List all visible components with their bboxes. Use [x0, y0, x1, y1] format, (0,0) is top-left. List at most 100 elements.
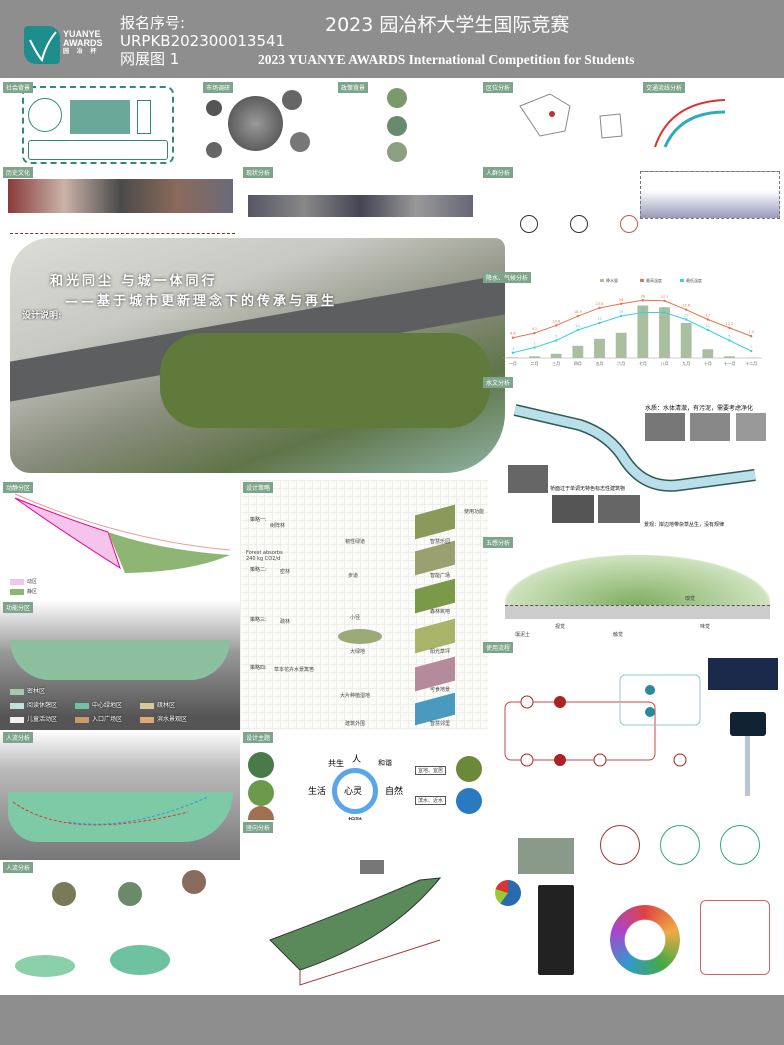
- legend-item: 入口广场区: [75, 714, 122, 723]
- data-label: 17: [684, 314, 688, 318]
- temp-point: [684, 308, 688, 311]
- strategy-item: 疏林: [280, 619, 291, 625]
- legend-label: 入口广场区: [92, 716, 123, 723]
- skyline: [640, 171, 780, 219]
- x-tick-label: 三月: [552, 361, 560, 366]
- precip-bar: [529, 356, 540, 358]
- hydro-photo: [736, 413, 766, 441]
- photo-circle: [290, 132, 310, 152]
- strategy-middle: 韧性绿道: [345, 539, 366, 545]
- precip-bar: [680, 323, 692, 358]
- timeline: [10, 233, 235, 234]
- logo-text: YUANYE AWARDS 园 冶 杯: [63, 30, 103, 57]
- theme-note: 宜地、宜居: [415, 766, 447, 775]
- hydro-note: 水质：水体清澈，有污泥，需要考虑净化: [645, 405, 754, 412]
- theme-word: 人: [352, 755, 362, 765]
- section-tag: 政策背景: [338, 82, 369, 93]
- legend-item: 阅读休憩区: [10, 700, 57, 709]
- hydro-note: 景观：岸边地带杂草丛生，没有规律: [644, 522, 725, 528]
- strategy-item: 密林: [280, 569, 291, 575]
- social-diagram: [22, 86, 174, 164]
- data-label: 11: [576, 324, 580, 328]
- precip-bar: [702, 349, 714, 358]
- precip-bar: [637, 305, 649, 358]
- temp-point: [728, 339, 731, 342]
- sense-label: 触觉: [613, 632, 624, 638]
- photo-circle: [456, 756, 482, 782]
- zone-shape: [15, 955, 75, 977]
- strategy-middle: 建筑外围: [345, 721, 366, 727]
- temp-point: [684, 318, 688, 321]
- flow-panel: 使用流程: [480, 640, 784, 820]
- x-tick-label: 十二月: [745, 360, 757, 366]
- data-label: 23.6: [596, 302, 604, 306]
- data-label: 19: [619, 310, 623, 314]
- people-flow-panel: 人流分析: [0, 730, 240, 860]
- theme-word: 生活: [308, 787, 327, 797]
- temp-point: [619, 314, 623, 318]
- section-tag: 设计策略: [243, 482, 274, 493]
- section-tag: 现状分析: [243, 167, 274, 178]
- data-label: 1: [533, 342, 535, 346]
- x-tick-label: 二月: [531, 361, 539, 366]
- data-label: 5: [555, 335, 557, 339]
- legend-label: 静区: [27, 589, 38, 595]
- strategy-result: 智能广场: [430, 573, 451, 579]
- temp-point: [663, 311, 666, 314]
- section-tag: 功能分区: [3, 602, 34, 613]
- hydro-photo: [690, 413, 730, 441]
- info-circle: [660, 825, 700, 865]
- section-tag: 五感分析: [483, 537, 514, 548]
- sense-label: 视觉: [555, 624, 566, 630]
- precip-bar: [572, 345, 584, 358]
- flow-paths: [12, 796, 209, 826]
- photo-circle: [456, 788, 482, 814]
- legend-label: 动区: [27, 579, 38, 585]
- design-description-heading: 设计说明:: [22, 311, 62, 321]
- poster-footer: [0, 995, 784, 1045]
- data-label: 12.2: [726, 322, 734, 326]
- traffic-panel: 交通流线分析: [640, 80, 784, 165]
- legend-item: 儿童活动区: [10, 714, 57, 723]
- hydro-panel: 水文分析 水质：水体清澈，有污泥，需要考虑净化 桥面过于单调无特色标志性建筑物 …: [480, 375, 784, 535]
- data-label: 5: [728, 335, 730, 339]
- strategy-row-label: 策略四:: [250, 665, 267, 671]
- section-tag: 水文分析: [483, 377, 514, 388]
- x-tick-label: 一月: [509, 361, 517, 366]
- photo-grid: [70, 100, 130, 134]
- precip-bar: [550, 353, 562, 358]
- temp-point: [641, 299, 645, 302]
- temp-line: [512, 299, 752, 339]
- legend-label: 儿童活动区: [27, 716, 58, 723]
- temp-point: [511, 351, 515, 354]
- section-tag: 人流分析: [3, 732, 34, 743]
- photo-circle: [387, 88, 407, 108]
- strategy-result: 可食地景: [430, 687, 451, 693]
- precip-bar: [615, 332, 627, 358]
- data-label: 27.7: [661, 295, 669, 299]
- strategy-result: 阳光草坪: [430, 649, 451, 655]
- data-label: 21: [641, 307, 645, 311]
- data-label: 11: [706, 324, 710, 328]
- title-cn: 2023 园冶杯大学生国际竞赛: [325, 14, 570, 36]
- traffic-map: [654, 99, 726, 148]
- info-circle: [720, 825, 760, 865]
- ring-chart: [610, 905, 680, 975]
- logo-line: YUANYE: [63, 29, 101, 39]
- legend-active: 动区: [10, 578, 37, 585]
- theme-center: 心灵: [344, 787, 363, 797]
- data-label: 18.9: [574, 310, 582, 314]
- title-en: 2023 YUANYE AWARDS International Competi…: [258, 52, 635, 67]
- section-tag: 竖向分析: [243, 822, 274, 833]
- legend-quiet: 静区: [10, 588, 37, 595]
- data-label: 6.6: [510, 332, 516, 336]
- legend-label: 密林区: [27, 688, 46, 695]
- sense-label: 壤泥土: [515, 632, 531, 638]
- location-panel: 区位分析: [480, 80, 640, 165]
- site-panel: 现状分析: [240, 165, 480, 243]
- section-tag: 人流分析: [3, 862, 34, 873]
- legend-label: 滨水景观区: [157, 716, 188, 723]
- x-tick-label: 七月: [639, 360, 647, 366]
- section-tag: 区位分析: [483, 82, 514, 93]
